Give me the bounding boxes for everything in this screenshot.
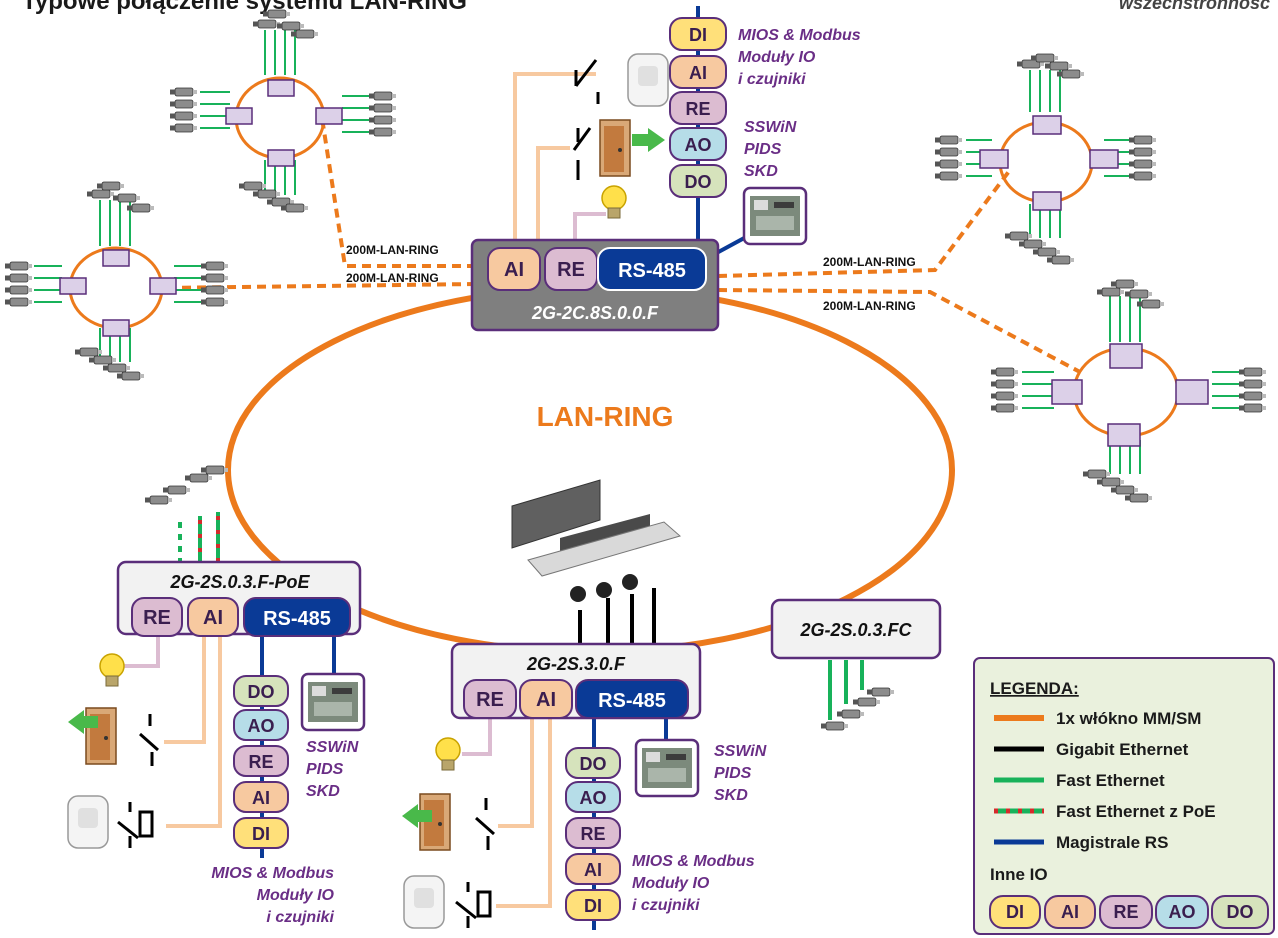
door-switch-icon bbox=[572, 127, 592, 180]
center-pcb-module-icon bbox=[634, 738, 700, 798]
center-dev-ai: AI bbox=[536, 689, 556, 711]
device-top: AI RE RS-485 2G-2C.8S.0.0.F bbox=[470, 238, 720, 332]
left-bulb-icon bbox=[99, 653, 125, 687]
top-io-do: DO bbox=[685, 172, 712, 192]
link-label-1: 200M-LAN-RING bbox=[346, 243, 439, 257]
door-icon bbox=[599, 119, 631, 177]
top-dev-rs485: RS-485 bbox=[618, 260, 686, 282]
device-left-label: 2G-2S.0.3.F-PoE bbox=[169, 572, 310, 592]
link-label-3: 200M-LAN-RING bbox=[823, 255, 916, 269]
left-dev-re: RE bbox=[143, 607, 171, 629]
page-title: Typowe połączenie systemu LAN-RING bbox=[22, 0, 467, 15]
left-dev-rs485: RS-485 bbox=[263, 608, 331, 630]
sensor-switch-icon bbox=[574, 59, 600, 104]
top-io-di: DI bbox=[689, 25, 707, 45]
left-pir-icon bbox=[67, 795, 109, 849]
left-sensor-icon bbox=[117, 802, 154, 848]
center-sensor-icon bbox=[455, 882, 492, 928]
top-pcb-module-icon bbox=[742, 186, 808, 246]
left-arrow-icon bbox=[68, 710, 98, 734]
device-center-label: 2G-2S.3.0.F bbox=[526, 654, 626, 674]
top-io-stack: DI AI RE AO DO bbox=[669, 17, 727, 198]
center-dev-rs485: RS-485 bbox=[598, 690, 666, 712]
center-mios-line1: MIOS & Modbus bbox=[632, 853, 755, 870]
left-door-switch-icon bbox=[139, 714, 159, 766]
left-dev-ai: AI bbox=[203, 607, 223, 629]
center-sswin-line1: SSWiN bbox=[714, 743, 767, 760]
center-mios-line2: Moduły IO bbox=[632, 875, 710, 892]
legend-other-io: Inne IO bbox=[990, 865, 1048, 884]
center-io-do: DO bbox=[580, 754, 607, 774]
top-sswin-line1: SSWiN bbox=[744, 119, 797, 136]
device-top-label: 2G-2C.8S.0.0.F bbox=[531, 303, 659, 323]
legend-io-di: DI bbox=[1006, 902, 1024, 922]
mini-ring-left bbox=[4, 181, 229, 381]
pir-sensor-icon bbox=[627, 53, 669, 107]
legend-io-re: RE bbox=[1113, 902, 1138, 922]
legend: LEGENDA: 1x włókno MM/SM Gigabit Etherne… bbox=[973, 657, 1275, 935]
center-sswin-line2: PIDS bbox=[714, 765, 752, 782]
ring-label: LAN-RING bbox=[537, 401, 674, 432]
center-mios-line3: i czujniki bbox=[632, 897, 700, 914]
center-arrow-icon bbox=[402, 804, 432, 828]
top-dev-re: RE bbox=[557, 259, 585, 281]
top-sswin-line3: SKD bbox=[744, 163, 778, 180]
device-left: 2G-2S.0.3.F-PoE RE AI RS-485 bbox=[116, 560, 362, 637]
left-mios-line2: Moduły IO bbox=[257, 887, 335, 904]
mini-ring-top-right bbox=[934, 53, 1157, 265]
arrow-icon bbox=[632, 128, 665, 152]
device-right-label: 2G-2S.0.3.FC bbox=[799, 620, 912, 640]
legend-item-rs-bus: Magistrale RS bbox=[1056, 833, 1168, 852]
top-sswin-line2: PIDS bbox=[744, 141, 782, 158]
legend-item-fast-ethernet: Fast Ethernet bbox=[1056, 771, 1165, 790]
top-io-re: RE bbox=[685, 99, 710, 119]
left-io-stack: DO AO RE AI DI bbox=[233, 675, 289, 849]
left-sswin-line3: SKD bbox=[306, 783, 340, 800]
center-io-stack: DO AO RE AI DI bbox=[565, 747, 621, 921]
center-dev-re: RE bbox=[476, 689, 504, 711]
top-mios-line1: MIOS & Modbus bbox=[738, 27, 861, 44]
link-label-2: 200M-LAN-RING bbox=[346, 271, 439, 285]
page-subtitle: wszechstronność bbox=[1119, 0, 1270, 13]
device-right: 2G-2S.0.3.FC bbox=[770, 598, 942, 660]
center-io-di: DI bbox=[584, 896, 602, 916]
top-mios-line2: Moduły IO bbox=[738, 49, 816, 66]
top-io-ao: AO bbox=[685, 135, 712, 155]
center-io-ai: AI bbox=[584, 860, 602, 880]
center-pir-icon bbox=[403, 875, 445, 929]
legend-item-gigabit: Gigabit Ethernet bbox=[1056, 740, 1189, 759]
left-cameras bbox=[144, 465, 229, 562]
mini-ring-top-left bbox=[169, 9, 397, 213]
center-io-ao: AO bbox=[580, 788, 607, 808]
left-io-di: DI bbox=[252, 824, 270, 844]
top-dev-ai: AI bbox=[504, 259, 524, 281]
left-mios-line1: MIOS & Modbus bbox=[211, 865, 334, 882]
legend-item-fiber: 1x włókno MM/SM bbox=[1056, 709, 1201, 728]
left-io-ai: AI bbox=[252, 788, 270, 808]
center-door-switch-icon bbox=[475, 798, 495, 850]
left-pcb-module-icon bbox=[300, 672, 366, 732]
legend-io-ai: AI bbox=[1061, 902, 1079, 922]
device-center: 2G-2S.3.0.F RE AI RS-485 bbox=[450, 642, 702, 720]
right-cameras bbox=[820, 660, 895, 731]
left-sswin-line2: PIDS bbox=[306, 761, 344, 778]
legend-title: LEGENDA: bbox=[990, 679, 1079, 698]
left-io-ao: AO bbox=[248, 716, 275, 736]
left-io-do: DO bbox=[248, 682, 275, 702]
center-sswin-line3: SKD bbox=[714, 787, 748, 804]
center-io-re: RE bbox=[580, 824, 605, 844]
legend-io-do: DO bbox=[1227, 902, 1254, 922]
mini-ring-right bbox=[990, 279, 1267, 503]
top-io-ai: AI bbox=[689, 63, 707, 83]
link-label-4: 200M-LAN-RING bbox=[823, 299, 916, 313]
legend-item-fast-ethernet-poe: Fast Ethernet z PoE bbox=[1056, 802, 1216, 821]
control-room-workstation bbox=[511, 479, 682, 646]
center-bulb-icon bbox=[435, 737, 461, 771]
left-mios-line3: i czujniki bbox=[266, 909, 334, 926]
top-mios-line3: i czujniki bbox=[738, 71, 806, 88]
left-io-re: RE bbox=[248, 752, 273, 772]
legend-io-ao: AO bbox=[1169, 902, 1196, 922]
left-sswin-line1: SSWiN bbox=[306, 739, 359, 756]
